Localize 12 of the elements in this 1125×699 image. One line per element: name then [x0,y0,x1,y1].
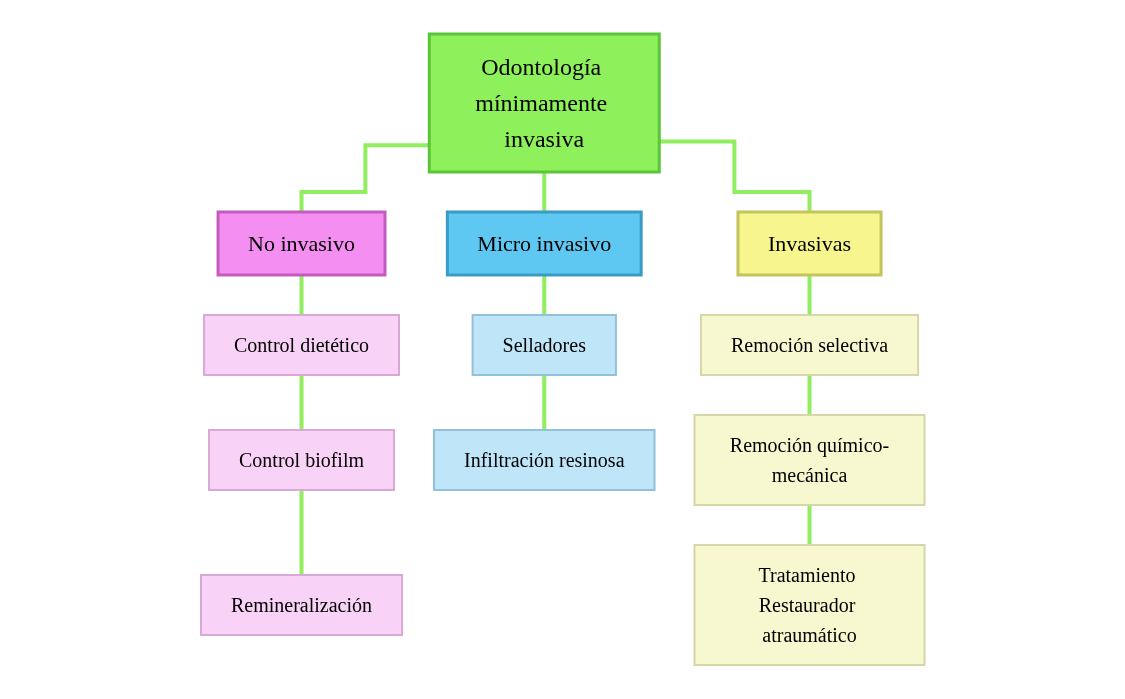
node-box: Invasivas [736,210,883,277]
node-box: Control dietético [202,314,400,376]
node-box: Tratamiento Restaurador atraumático [693,544,926,666]
node-box: No invasivo [216,210,387,277]
node-box: Remoción selectiva [699,314,919,376]
node-box: Infiltración resinosa [432,429,656,491]
node-box: Selladores [471,314,617,376]
node-box: Remoción químico-mecánica [693,414,926,506]
node-box: Remineralización [199,574,403,636]
node-box: Control biofilm [207,429,395,491]
node-box: Micro invasivo [445,210,643,277]
node-box: Odontología mínimamente invasiva [427,32,661,174]
